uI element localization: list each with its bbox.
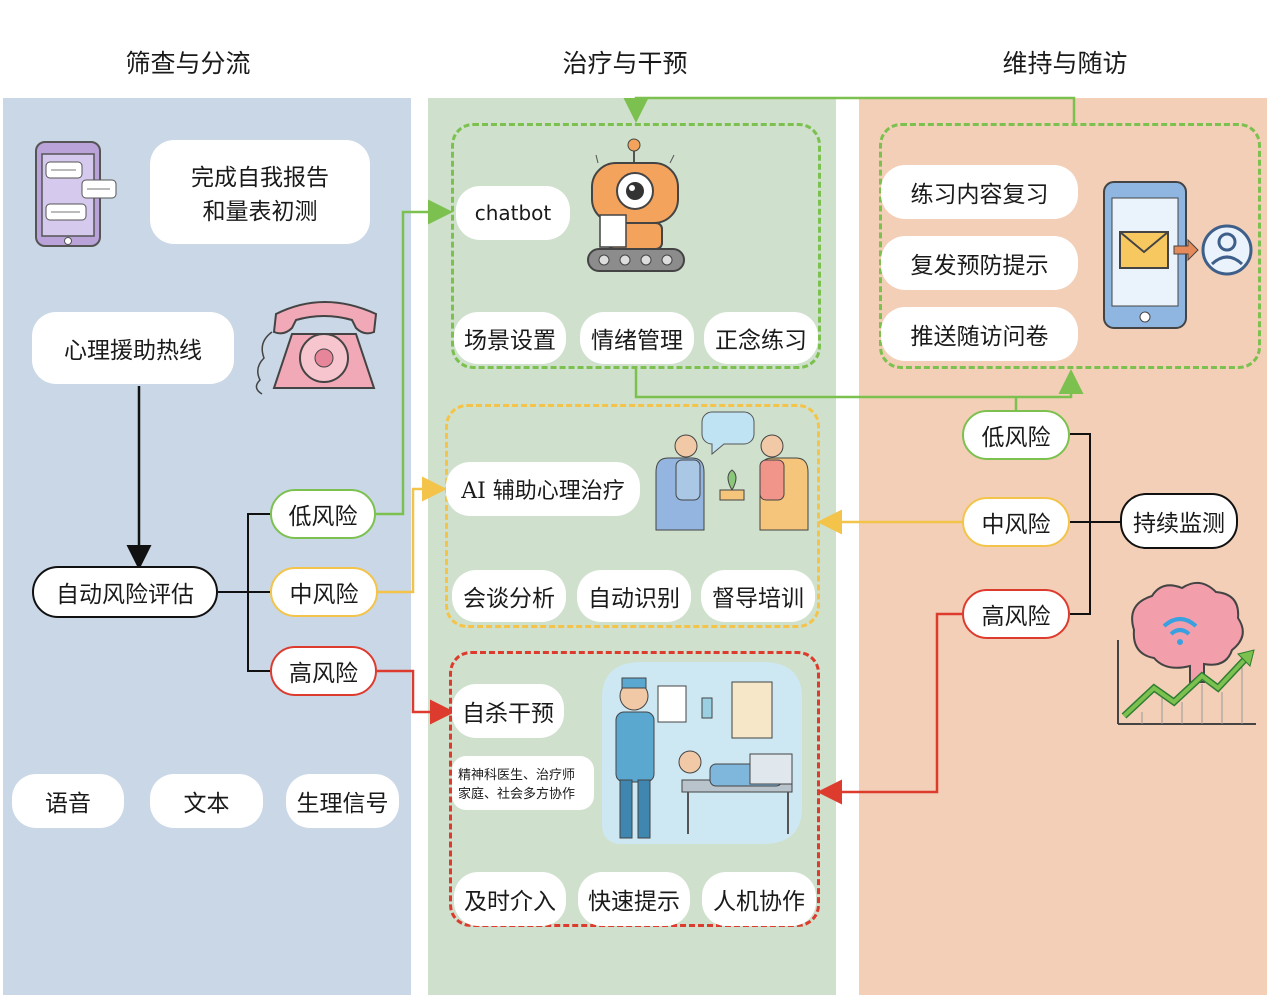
- tag-session-analysis: 会谈分析: [452, 570, 566, 622]
- screening-panel: [3, 98, 411, 995]
- screen-high-risk: 高风险: [270, 646, 377, 696]
- doctor-patient-icon: [602, 662, 802, 844]
- tag-scene-setting: 场景设置: [454, 312, 566, 364]
- tag-emotion-management: 情绪管理: [580, 312, 694, 364]
- auto-assessment-box: 自动风险评估: [32, 566, 218, 618]
- screen-low-risk: 低风险: [270, 489, 376, 539]
- robot-icon: [587, 138, 685, 272]
- telephone-icon: [255, 301, 378, 395]
- input-voice: 语音: [12, 774, 124, 828]
- ai-therapy-box: AI 辅助心理治疗: [446, 462, 640, 516]
- suicide-intervention-box: 自杀干预: [452, 684, 564, 738]
- self-report-box: 完成自我报告 和量表初测: [150, 140, 370, 244]
- hotline-box: 心理援助热线: [32, 312, 234, 384]
- input-physio: 生理信号: [286, 774, 399, 828]
- screen-mid-risk: 中风险: [270, 567, 378, 617]
- maint-high-risk: 高风险: [962, 589, 1070, 639]
- self-report-line1: 完成自我报告: [191, 165, 329, 191]
- column-title-treatment: 治疗与干预: [562, 49, 688, 78]
- maint-low-risk: 低风险: [962, 410, 1070, 460]
- collaboration-box: 精神科医生、治疗师 家庭、社会多方协作: [452, 756, 594, 810]
- therapy-session-icon: [655, 411, 809, 531]
- phone-mail-icon: [1103, 181, 1253, 329]
- column-title-screening: 筛查与分流: [125, 49, 251, 78]
- maint-mid-risk: 中风险: [962, 497, 1070, 547]
- collab-line1: 精神科医生、治疗师: [458, 768, 576, 783]
- chatbot-box: chatbot: [456, 186, 570, 240]
- phone-chat-icon: [35, 141, 117, 247]
- tag-human-ai-collab: 人机协作: [702, 872, 816, 926]
- tag-supervision-training: 督导培训: [701, 570, 815, 622]
- input-text: 文本: [150, 774, 263, 828]
- followup-relapse-prevention: 复发预防提示: [881, 236, 1078, 290]
- brain-trend-icon: [1117, 581, 1256, 725]
- followup-group: [879, 123, 1261, 369]
- tag-auto-recognition: 自动识别: [577, 570, 691, 622]
- followup-push-questionnaire: 推送随访问卷: [881, 307, 1078, 361]
- continuous-monitoring-box: 持续监测: [1120, 493, 1238, 549]
- tag-timely-intervention: 及时介入: [454, 872, 566, 926]
- tag-quick-alert: 快速提示: [578, 872, 690, 926]
- column-title-maintenance: 维持与随访: [1002, 49, 1128, 78]
- chatbot-group: [451, 123, 821, 369]
- tag-mindfulness: 正念练习: [704, 312, 818, 364]
- followup-practice-review: 练习内容复习: [881, 165, 1078, 219]
- collab-line2: 家庭、社会多方协作: [458, 787, 576, 802]
- self-report-line2: 和量表初测: [202, 199, 318, 225]
